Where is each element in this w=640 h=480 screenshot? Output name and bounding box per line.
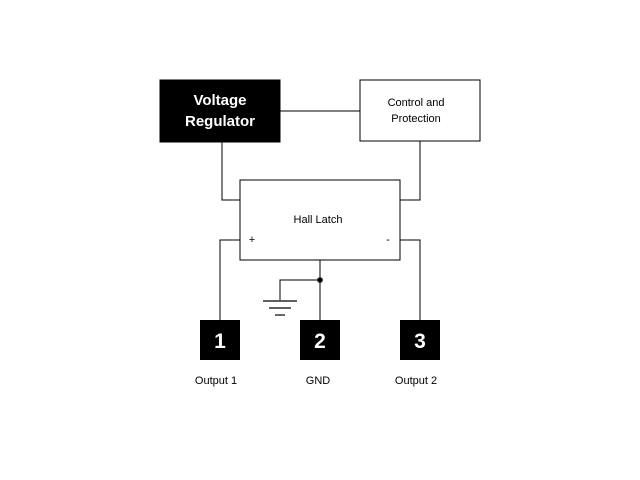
- voltage-regulator-label-line1: Voltage: [193, 92, 246, 109]
- pin-3-number: 3: [414, 330, 426, 353]
- pin-2-box: [300, 320, 340, 360]
- pin-1-number: 1: [214, 330, 226, 353]
- wire-latch-minus-to-pin3: [400, 239, 421, 320]
- pin-2-label: GND: [306, 375, 331, 387]
- wire-gnd-branch: [279, 279, 320, 300]
- pin-1: 1 Output 1: [195, 320, 240, 387]
- junction-dot: [317, 277, 323, 283]
- voltage-regulator-block: Voltage Regulator: [159, 79, 281, 143]
- control-protection-block: Control and Protection: [359, 79, 481, 142]
- wire-latch-plus-to-pin1: [219, 239, 240, 320]
- pin-3: 3 Output 2: [395, 320, 440, 387]
- control-protection-label-line2: Protection: [391, 113, 441, 125]
- voltage-regulator-box: [159, 79, 281, 143]
- hall-latch-plus-label: +: [249, 234, 255, 246]
- pin-1-box: [200, 320, 240, 360]
- voltage-regulator-label-line2: Regulator: [185, 113, 255, 130]
- pin-3-label: Output 2: [395, 375, 437, 387]
- wire-control-to-latch: [400, 141, 421, 201]
- pin-3-box: [400, 320, 440, 360]
- hall-latch-box: [239, 179, 401, 261]
- hall-latch-label: Hall Latch: [294, 214, 343, 226]
- ground-icon: [263, 300, 297, 316]
- hall-latch-block: Hall Latch + -: [239, 179, 401, 261]
- wire-regulator-to-latch: [221, 142, 240, 201]
- pin-1-label: Output 1: [195, 375, 237, 387]
- hall-latch-minus-label: -: [386, 234, 390, 246]
- control-protection-box: [359, 79, 481, 142]
- wires: [219, 110, 421, 320]
- pin-2: 2 GND: [300, 320, 340, 387]
- pin-2-number: 2: [314, 330, 326, 353]
- control-protection-label-line1: Control and: [388, 97, 445, 109]
